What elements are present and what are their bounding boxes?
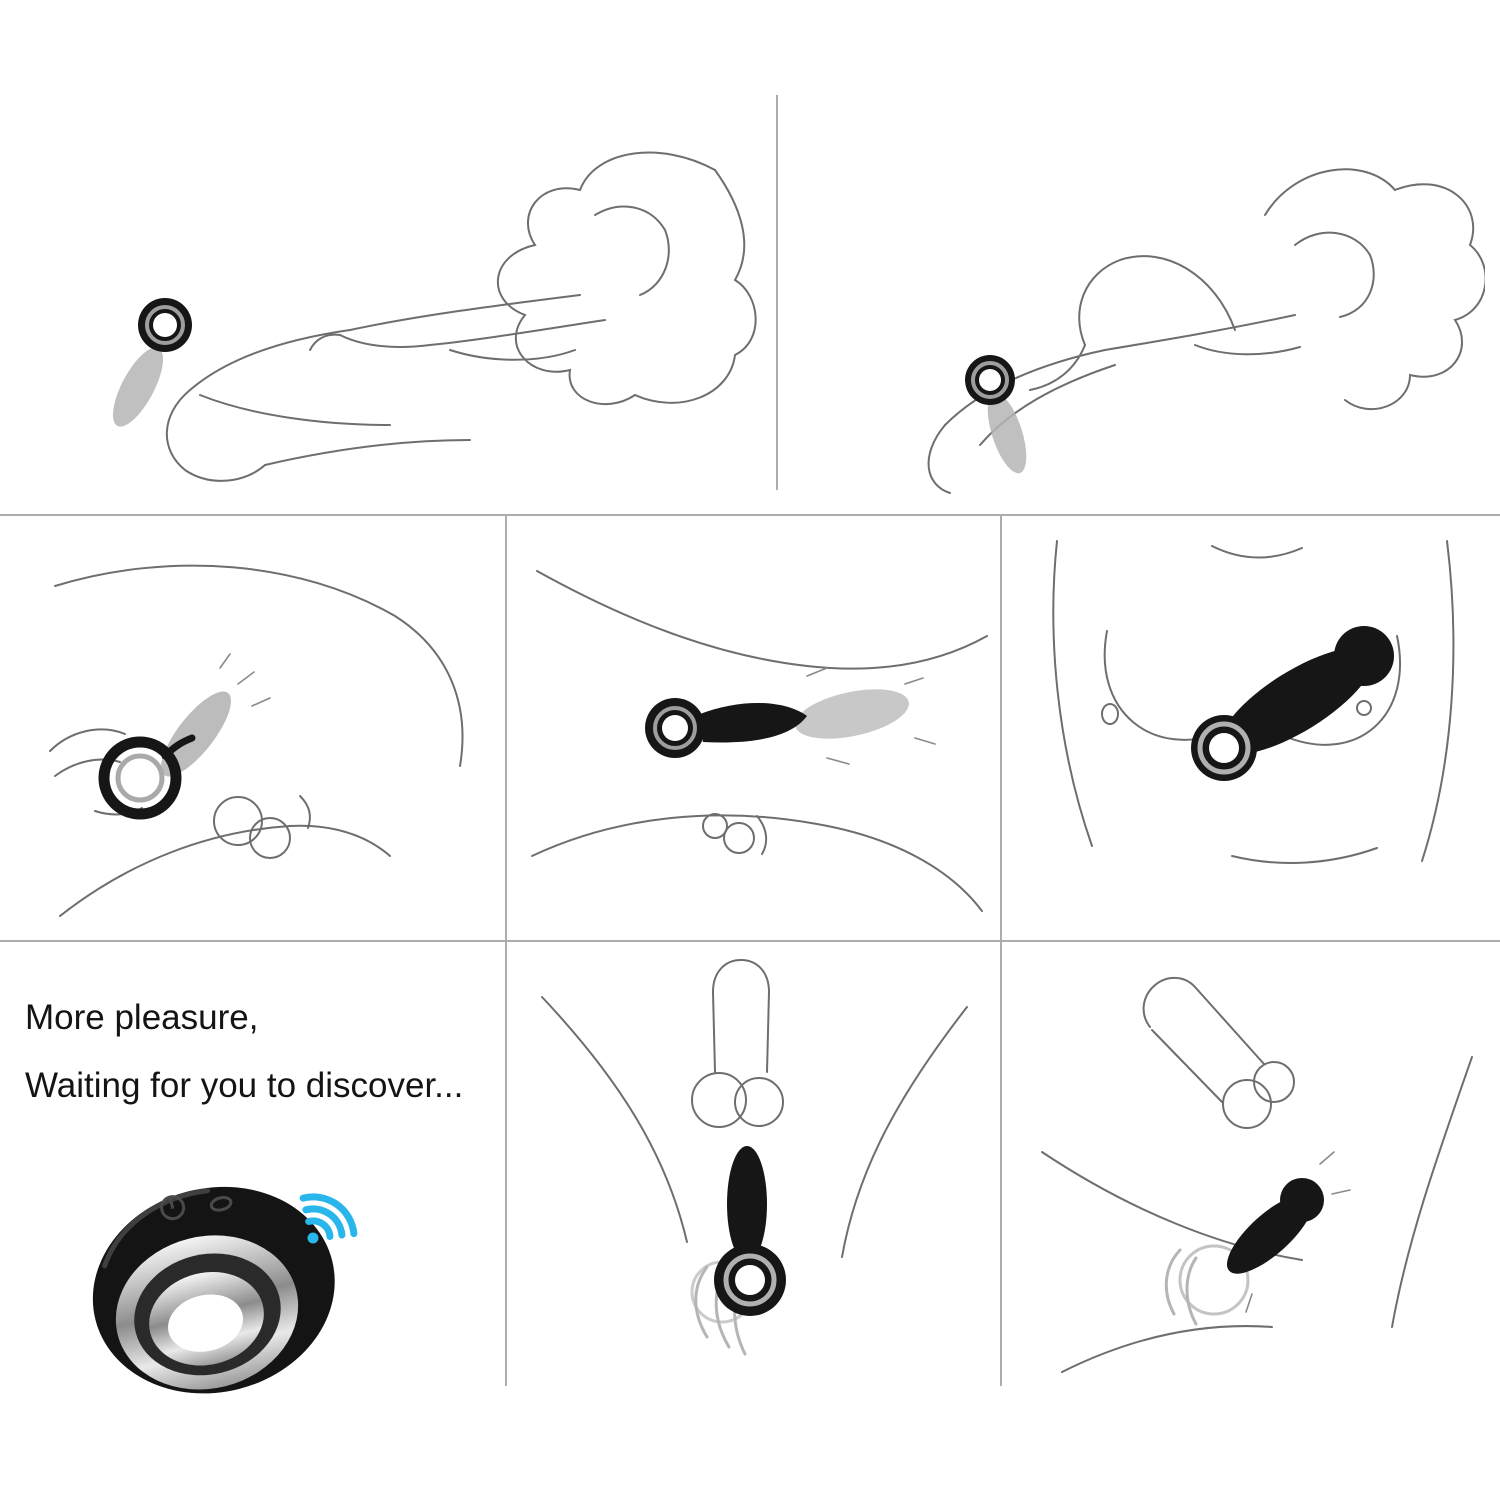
divider-horizontal-mid — [0, 514, 1500, 516]
usage-illustration-top-left — [112, 151, 757, 482]
divider-horizontal-bottom — [0, 940, 1500, 942]
tagline-line-1: More pleasure, — [25, 998, 259, 1037]
figure-line-art — [541, 958, 968, 1258]
figure-line-art — [1052, 540, 1455, 864]
tagline-line-2: Waiting for you to discover... — [25, 1065, 464, 1105]
device-illustration — [112, 298, 192, 427]
panel-usage-top-right — [795, 95, 1485, 495]
wireless-signal-icon — [299, 1193, 358, 1244]
control-button-icon — [209, 1196, 233, 1212]
usage-illustration-mid-right — [1052, 540, 1455, 864]
panel-usage-bottom-center — [507, 942, 998, 1386]
power-button-icon — [160, 1195, 186, 1221]
usage-illustration-bottom-center — [541, 958, 968, 1356]
device-illustration — [965, 355, 1027, 474]
divider-vertical-right — [1000, 514, 1002, 1386]
device-illustration — [1191, 626, 1394, 781]
tagline: More pleasure, Waiting for you to discov… — [25, 995, 515, 1130]
product-photo — [92, 1186, 358, 1394]
figure-line-art — [531, 570, 988, 912]
divider-vertical-left — [505, 514, 507, 1386]
panel-usage-mid-left — [0, 516, 505, 939]
usage-illustration-mid-center — [531, 570, 988, 912]
figure-line-art — [49, 564, 464, 917]
figure-line-art — [1041, 976, 1473, 1373]
divider-vertical-top — [776, 95, 778, 490]
ring-device — [92, 1186, 335, 1394]
usage-illustration-mid-left — [49, 564, 464, 917]
usage-illustration-top-right — [927, 168, 1485, 494]
device-illustration — [645, 667, 936, 765]
panel-product-photo — [45, 1130, 385, 1480]
panel-usage-mid-right — [1002, 516, 1500, 939]
figure-line-art — [165, 151, 757, 482]
device-illustration — [98, 653, 271, 820]
panel-usage-top-left — [20, 95, 770, 495]
usage-illustration-bottom-right — [1041, 976, 1473, 1373]
highlight — [102, 1188, 211, 1269]
device-illustration — [690, 1146, 786, 1356]
panel-usage-mid-center — [507, 516, 998, 939]
panel-usage-bottom-right — [1002, 942, 1500, 1386]
device-illustration — [1164, 1151, 1351, 1326]
